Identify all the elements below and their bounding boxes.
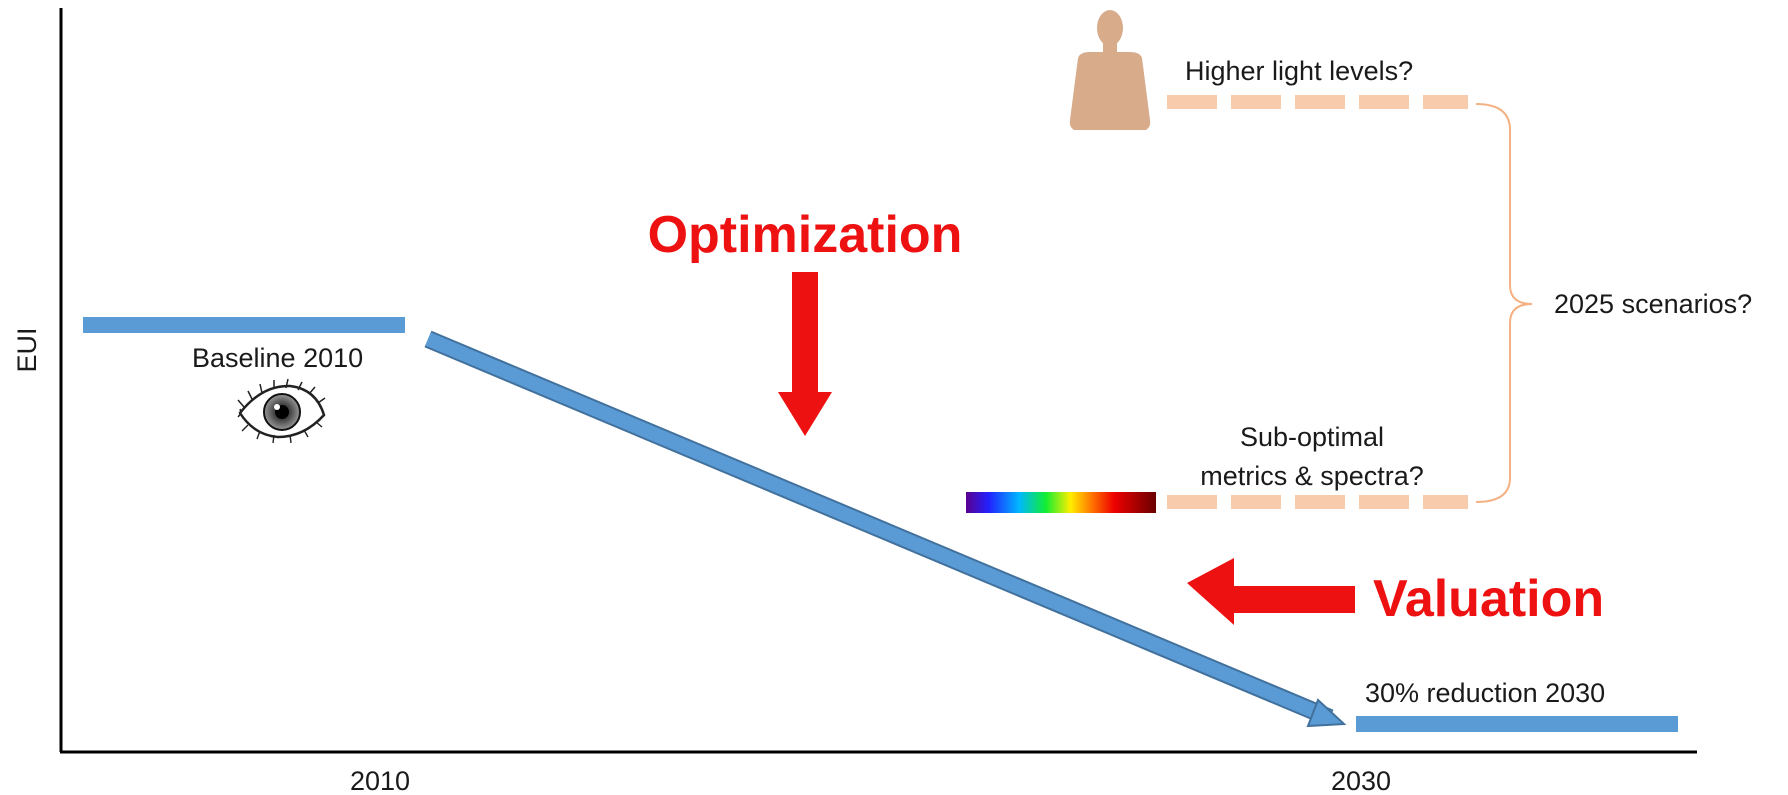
optimization-label: Optimization (648, 206, 963, 264)
optimization-down-arrow (778, 272, 832, 436)
reduction-2030-bar (1356, 716, 1678, 732)
higher-light-label: Higher light levels? (1185, 56, 1413, 86)
scenarios-brace (1475, 103, 1533, 503)
scenarios-label: 2025 scenarios? (1554, 289, 1752, 319)
x-tick-2030: 2030 (1331, 766, 1391, 795)
x-tick-2010: 2010 (350, 766, 410, 795)
reduction-2030-label: 30% reduction 2030 (1365, 678, 1605, 708)
spectrum-gradient-icon (966, 492, 1156, 513)
valuation-label: Valuation (1373, 570, 1604, 628)
baseline-bar (83, 317, 405, 333)
y-axis-label: EUI (12, 327, 42, 372)
suboptimal-label-line1: Sub-optimal (1240, 422, 1384, 452)
suboptimal-label-line2: metrics & spectra? (1200, 461, 1424, 491)
valuation-left-arrow (1187, 558, 1355, 625)
eye-icon (237, 378, 326, 444)
human-silhouette-icon (1069, 10, 1151, 130)
baseline-label: Baseline 2010 (192, 343, 363, 373)
reduction-trend-arrow (424, 330, 1347, 728)
